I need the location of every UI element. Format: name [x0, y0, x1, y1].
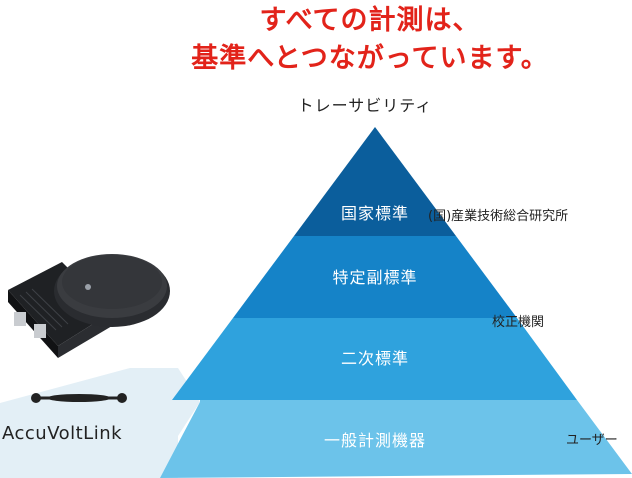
headline: すべての計測は、 基準へとつながっています。: [150, 2, 590, 78]
side-label-user: ユーザー: [566, 433, 618, 448]
device-illustration: [8, 254, 170, 358]
tier-label-national-standard: 国家標準: [340, 204, 409, 223]
brand-name: AccuVoltLink: [2, 423, 123, 444]
brand-logo-mark: [31, 393, 127, 403]
tier-general-instruments: [160, 400, 632, 478]
tier-label-general-instruments: 一般計測機器: [323, 431, 426, 450]
side-label-calibration-body: 校正機関: [492, 315, 545, 330]
tier-secondary-reference: [233, 236, 517, 318]
side-label-national-institute: (国)産業技術総合研究所: [428, 209, 569, 224]
headline-line-2: 基準へとつながっています。: [191, 43, 549, 74]
tier-working-standard: [172, 318, 577, 400]
headline-line-1: すべての計測は、: [259, 5, 481, 36]
brand-panel: [0, 368, 200, 478]
pyramid-title: トレーサビリティ: [297, 96, 433, 115]
tier-national-standard: [294, 127, 456, 236]
tier-label-working-standard: 二次標準: [340, 349, 409, 368]
tier-label-secondary-reference: 特定副標準: [332, 268, 418, 287]
